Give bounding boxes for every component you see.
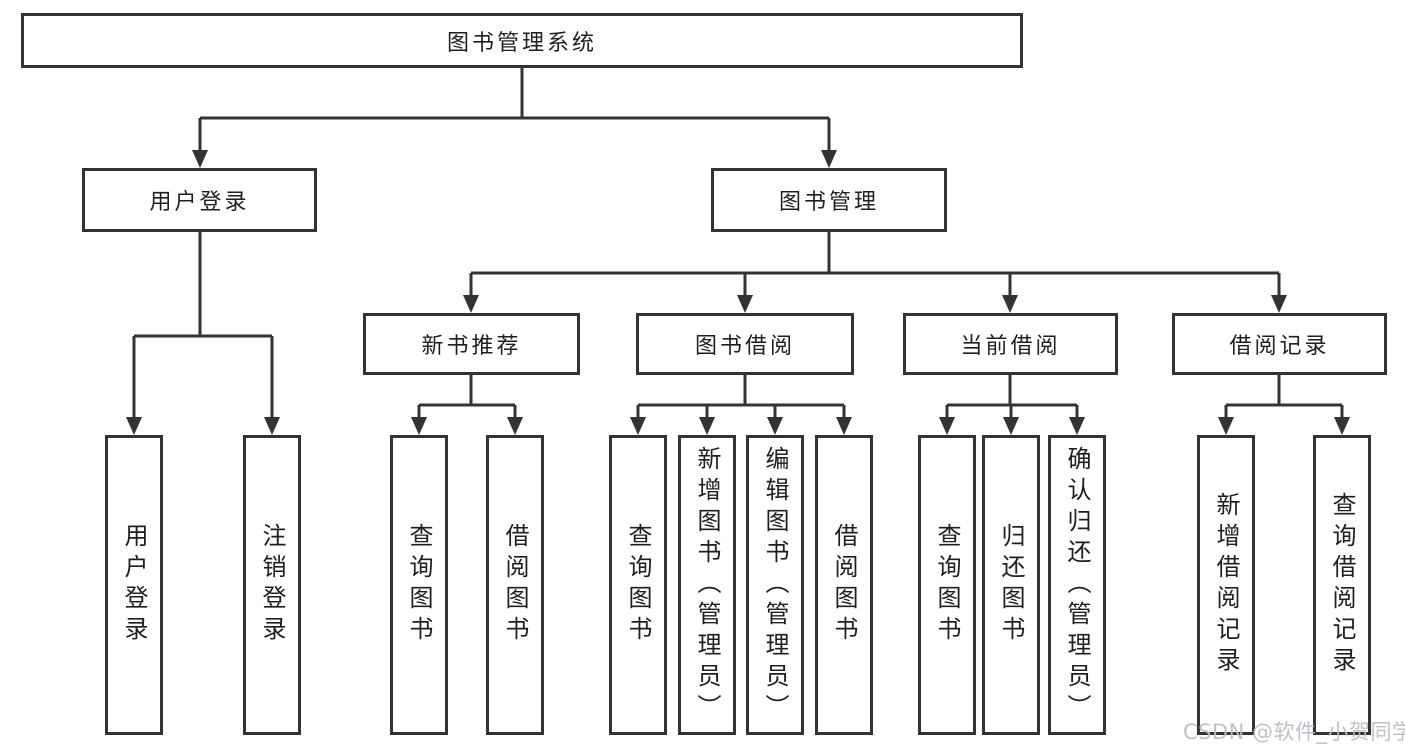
leaf-add-books-admin: 新增图书（管理员）	[678, 435, 736, 735]
arrowhead-icon	[1003, 417, 1019, 435]
leaf-borrow-query-books: 查询图书	[609, 435, 667, 735]
leaf-label: 查询借阅记录	[1328, 492, 1356, 678]
node-label: 当前借阅	[960, 334, 1061, 359]
arrowhead-icon	[192, 150, 208, 168]
arrowhead-icon	[1218, 417, 1234, 435]
leaf-label: 用户登录	[120, 523, 148, 647]
node-current-borrow: 当前借阅	[903, 313, 1118, 375]
arrowhead-icon	[699, 417, 715, 435]
leaf-label: 确认归还（管理员）	[1063, 445, 1091, 725]
leaf-user-login: 用户登录	[105, 435, 163, 735]
leaf-label: 注销登录	[258, 523, 286, 647]
leaf-label: 查询图书	[405, 523, 433, 647]
arrowhead-icon	[630, 417, 646, 435]
leaf-label: 查询图书	[933, 523, 961, 647]
arrowhead-icon	[1271, 295, 1287, 313]
arrowhead-icon	[737, 295, 753, 313]
node-label: 图书管理	[778, 190, 879, 215]
node-root-system: 图书管理系统	[21, 13, 1023, 68]
arrowhead-icon	[821, 150, 837, 168]
leaf-label: 查询图书	[624, 523, 652, 647]
leaf-logout: 注销登录	[243, 435, 301, 735]
leaf-label: 新增借阅记录	[1212, 492, 1240, 678]
node-label: 新书推荐	[421, 334, 522, 359]
arrowhead-icon	[126, 417, 142, 435]
arrowhead-icon	[507, 417, 523, 435]
node-label: 用户登录	[149, 190, 250, 215]
leaf-label: 归还图书	[997, 523, 1025, 647]
leaf-recommend-query-books: 查询图书	[390, 435, 448, 735]
node-user-login: 用户登录	[82, 168, 317, 232]
leaf-borrow-borrow-books: 借阅图书	[815, 435, 873, 735]
node-label: 借阅记录	[1229, 334, 1330, 359]
arrowhead-icon	[1002, 295, 1018, 313]
csdn-watermark: CSDN @软件_小贺同学	[1183, 720, 1405, 744]
arrowhead-icon	[939, 417, 955, 435]
node-book-management: 图书管理	[711, 168, 947, 232]
leaf-add-borrow-record: 新增借阅记录	[1197, 435, 1255, 735]
arrowhead-icon	[411, 417, 427, 435]
node-label: 图书管理系统	[446, 30, 597, 56]
node-new-book-recommend: 新书推荐	[363, 313, 580, 375]
node-borrow-records: 借阅记录	[1172, 313, 1387, 375]
leaf-label: 新增图书（管理员）	[693, 445, 721, 725]
arrowhead-icon	[264, 417, 280, 435]
leaf-return-books: 归还图书	[982, 435, 1040, 735]
arrowheads	[126, 150, 1350, 435]
leaf-query-borrow-record: 查询借阅记录	[1313, 435, 1371, 735]
arrowhead-icon	[836, 417, 852, 435]
leaf-label: 借阅图书	[830, 523, 858, 647]
node-book-borrow: 图书借阅	[636, 313, 854, 375]
leaf-current-query-books: 查询图书	[918, 435, 976, 735]
leaf-recommend-borrow-books: 借阅图书	[486, 435, 544, 735]
arrowhead-icon	[463, 295, 479, 313]
leaf-label: 借阅图书	[501, 523, 529, 647]
arrowhead-icon	[1069, 417, 1085, 435]
leaf-edit-books-admin: 编辑图书（管理员）	[746, 435, 804, 735]
arrowhead-icon	[767, 417, 783, 435]
arrowhead-icon	[1334, 417, 1350, 435]
connector-paths	[132, 68, 1344, 425]
leaf-confirm-return-admin: 确认归还（管理员）	[1048, 435, 1106, 735]
node-label: 图书借阅	[694, 334, 795, 359]
leaf-label: 编辑图书（管理员）	[761, 445, 789, 725]
